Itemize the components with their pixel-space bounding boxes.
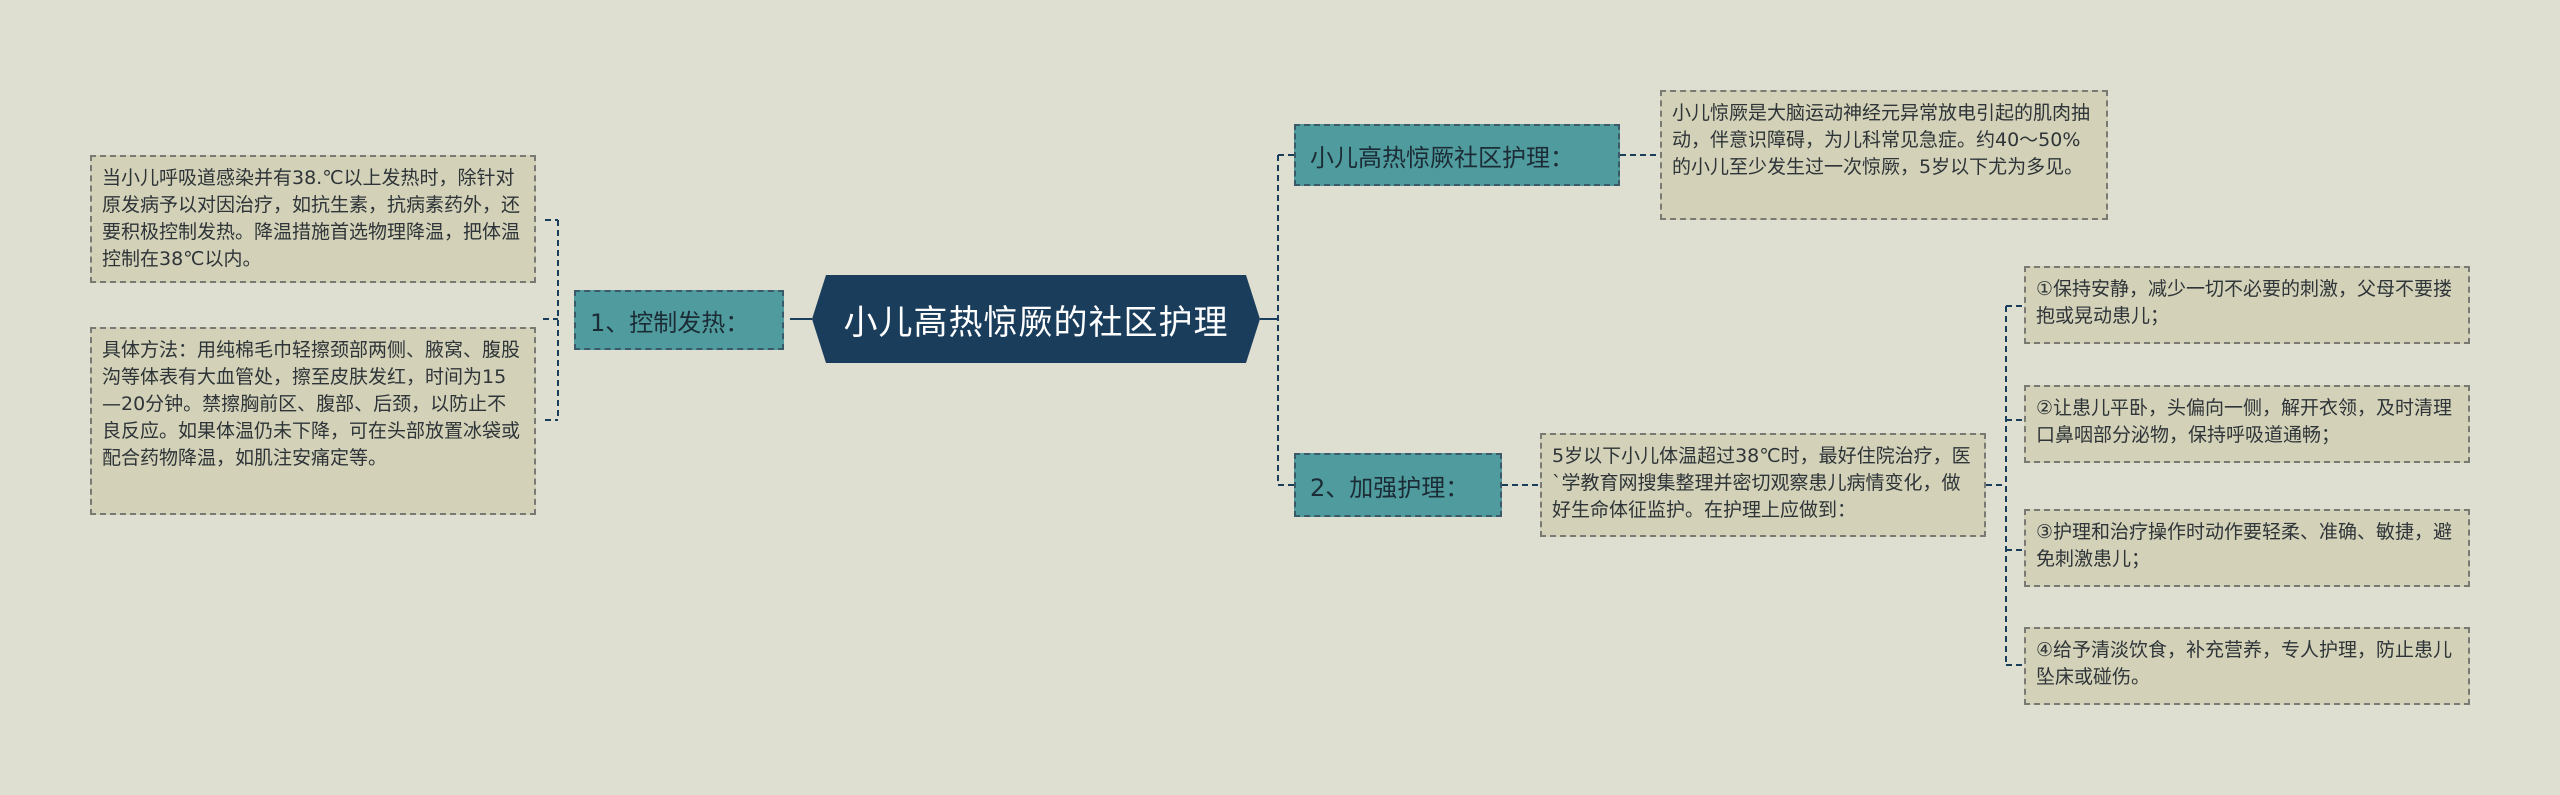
leaf-care-step-2: ②让患儿平卧，头偏向一侧，解开衣领，及时清理口鼻咽部分泌物，保持呼吸道通畅； (2024, 385, 2470, 463)
branch-control-fever: 1、控制发热： (574, 290, 784, 350)
leaf-care-step-3: ③护理和治疗操作时动作要轻柔、准确、敏捷，避免刺激患儿； (2024, 509, 2470, 587)
leaf-fever-method: 具体方法：用纯棉毛巾轻擦颈部两侧、腋窝、腹股沟等体表有大血管处，擦至皮肤发红，时… (90, 327, 536, 515)
leaf-care-step-4: ④给予清淡饮食，补充营养，专人护理，防止患儿坠床或碰伤。 (2024, 627, 2470, 705)
root-topic: 小儿高热惊厥的社区护理 (812, 275, 1260, 363)
leaf-care-step-1: ①保持安静，减少一切不必要的刺激，父母不要搂抱或晃动患儿； (2024, 266, 2470, 344)
branch-enhanced-care: 2、加强护理： (1294, 453, 1502, 517)
branch-community-care: 小儿高热惊厥社区护理： (1294, 124, 1620, 186)
leaf-convulsion-definition: 小儿惊厥是大脑运动神经元异常放电引起的肌肉抽动，伴意识障碍，为儿科常见急症。约4… (1660, 90, 2108, 220)
leaf-fever-overview: 当小儿呼吸道感染并有38.℃以上发热时，除针对原发病予以对因治疗，如抗生素，抗病… (90, 155, 536, 283)
leaf-enhanced-care-summary: 5岁以下小儿体温超过38℃时，最好住院治疗，医`学教育网搜集整理并密切观察患儿病… (1540, 433, 1986, 537)
